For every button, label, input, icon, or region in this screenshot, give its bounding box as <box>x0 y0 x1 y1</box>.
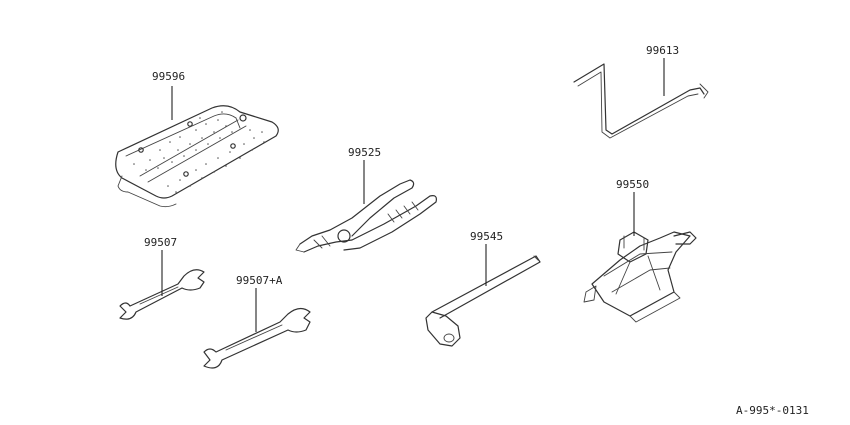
crank-handle <box>573 63 709 139</box>
wrench-large <box>203 307 311 369</box>
label-tool-bag: 99596 <box>152 70 185 83</box>
jack <box>583 231 697 323</box>
wheel-brace <box>425 255 541 347</box>
label-wrench-small: 99507 <box>144 236 177 249</box>
tool-bag <box>115 105 279 208</box>
label-wheel-brace: 99545 <box>470 230 503 243</box>
label-wrench-large: 99507+A <box>236 274 283 287</box>
label-crank-handle: 99613 <box>646 44 679 57</box>
label-jack: 99550 <box>616 178 649 191</box>
wrench-small <box>119 269 205 320</box>
pliers <box>295 179 437 253</box>
label-pliers: 99525 <box>348 146 381 159</box>
diagram-reference-code: A-995*-0131 <box>736 404 809 417</box>
